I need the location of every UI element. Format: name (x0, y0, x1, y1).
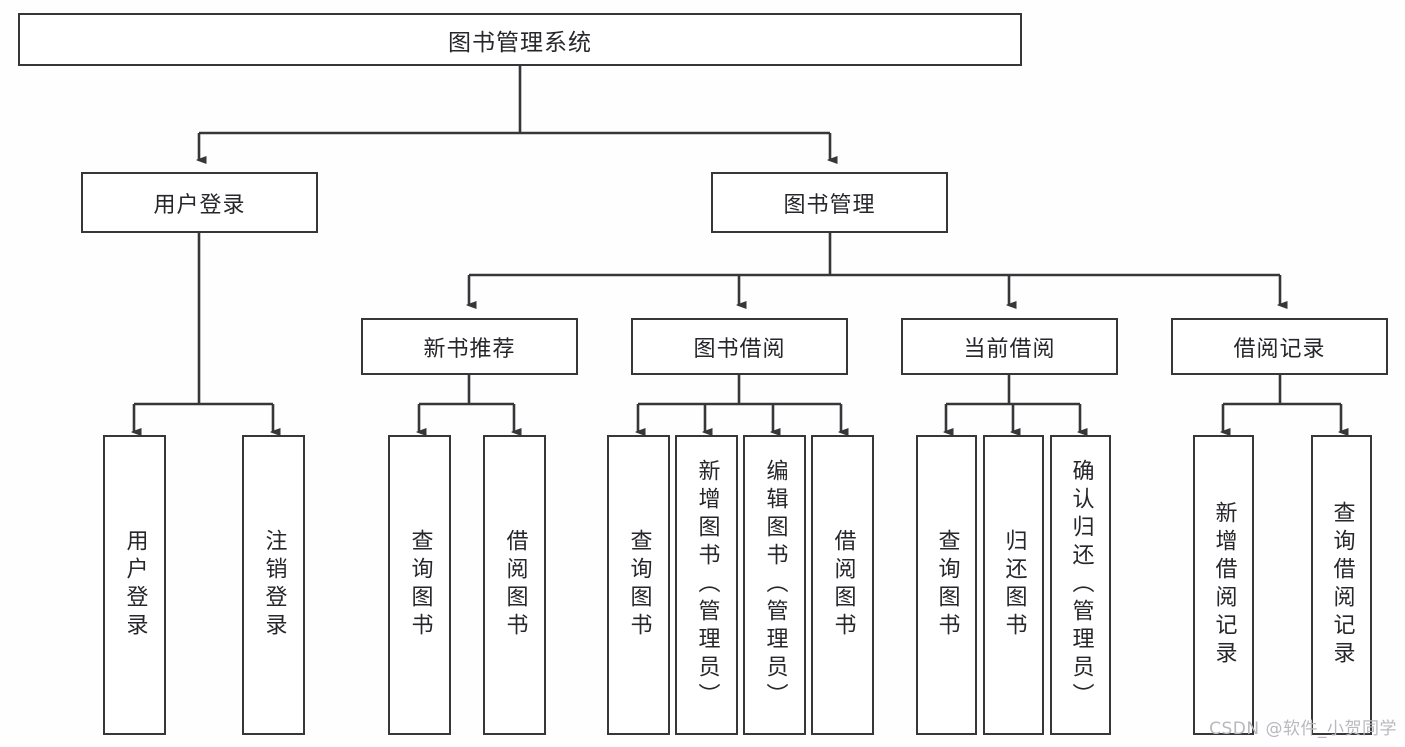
node-user-login[interactable]: 用户登录 (81, 172, 318, 233)
node-label: 查询图书 (626, 529, 652, 641)
node-current-borrow[interactable]: 当前借阅 (901, 318, 1118, 375)
node-label: 新增借阅记录 (1211, 501, 1237, 669)
node-label: 用户登录 (122, 529, 148, 641)
node-label: 当前借阅 (963, 336, 1056, 362)
node-label: 查询图书 (934, 529, 960, 641)
leaf-user-login-login[interactable]: 用户登录 (103, 435, 166, 735)
leaf-book-borrow-add[interactable]: 新增图书（管理员） (675, 435, 738, 735)
node-book-management[interactable]: 图书管理 (711, 172, 948, 233)
node-label: 归还图书 (1001, 529, 1027, 641)
node-label: 查询借阅记录 (1329, 501, 1355, 669)
node-borrow-record[interactable]: 借阅记录 (1171, 318, 1388, 375)
node-label: 注销登录 (261, 529, 287, 641)
leaf-borrow-record-query[interactable]: 查询借阅记录 (1311, 435, 1372, 735)
node-label: 图书管理系统 (448, 29, 592, 56)
leaf-current-borrow-query[interactable]: 查询图书 (916, 435, 977, 735)
leaf-user-login-logout[interactable]: 注销登录 (242, 435, 305, 735)
leaf-book-borrow-query[interactable]: 查询图书 (607, 435, 670, 735)
node-label: 借阅记录 (1233, 336, 1326, 362)
node-label: 编辑图书（管理员） (762, 459, 788, 711)
node-label: 查询图书 (407, 529, 433, 641)
leaf-book-borrow-edit[interactable]: 编辑图书（管理员） (743, 435, 806, 735)
leaf-new-book-query[interactable]: 查询图书 (388, 435, 451, 735)
watermark-text: CSDN @软件_小贺同学 (1209, 719, 1397, 739)
leaf-current-borrow-return[interactable]: 归还图书 (983, 435, 1044, 735)
node-label: 借阅图书 (502, 529, 528, 641)
leaf-new-book-borrow[interactable]: 借阅图书 (483, 435, 546, 735)
node-label: 用户登录 (153, 192, 246, 218)
node-label: 新增图书（管理员） (694, 459, 720, 711)
node-label: 借阅图书 (830, 529, 856, 641)
leaf-borrow-record-add[interactable]: 新增借阅记录 (1193, 435, 1254, 735)
node-new-book-recommend[interactable]: 新书推荐 (361, 318, 578, 375)
node-book-borrow[interactable]: 图书借阅 (631, 318, 848, 375)
leaf-current-borrow-confirm-return[interactable]: 确认归还（管理员） (1050, 435, 1111, 735)
node-root-book-management-system[interactable]: 图书管理系统 (18, 13, 1022, 66)
leaf-book-borrow-borrow[interactable]: 借阅图书 (811, 435, 874, 735)
node-label: 图书管理 (783, 192, 876, 218)
node-label: 新书推荐 (423, 336, 516, 362)
node-label: 确认归还（管理员） (1068, 459, 1094, 711)
node-label: 图书借阅 (693, 336, 786, 362)
